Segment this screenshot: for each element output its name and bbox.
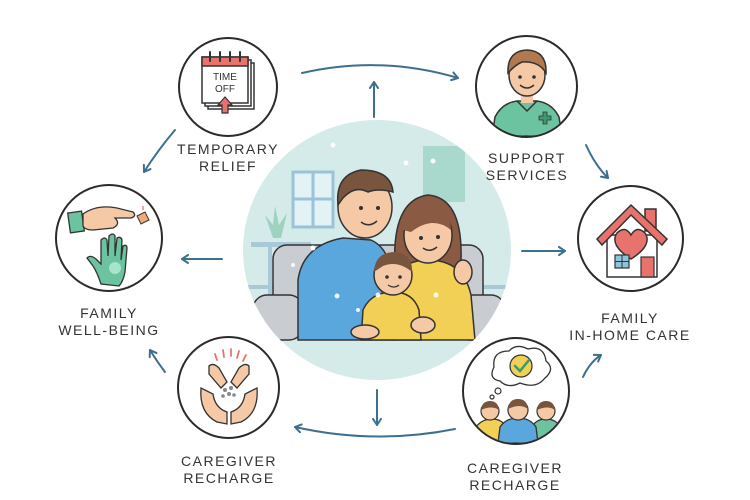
node-caregiver-recharge-left <box>177 336 280 439</box>
node-support-services <box>475 35 578 138</box>
arrow-support-home <box>585 144 609 179</box>
hands-holding-icon <box>200 348 258 425</box>
hands-giving-icon <box>66 206 150 287</box>
house-heart-icon <box>595 203 669 278</box>
node-caregiver-recharge-right <box>462 337 570 445</box>
calendar-time-off-icon: TIME OFF <box>201 51 255 114</box>
arrow-recharge-wellbeing <box>148 349 166 373</box>
arrow-top-arc <box>301 64 459 82</box>
node-temporary-relief: TIME OFF <box>178 37 278 137</box>
group-thought-check-icon <box>473 345 563 443</box>
node-family-well-being <box>55 184 163 292</box>
arrow-temporary-wellbeing <box>142 129 176 173</box>
arrow-recharge-home <box>582 353 602 378</box>
label-caregiver-recharge-left: CAREGIVER RECHARGE <box>181 453 277 486</box>
svg-text:TIME: TIME <box>213 72 237 83</box>
svg-text:OFF: OFF <box>215 84 235 95</box>
label-support-services: SUPPORT SERVICES <box>485 150 569 183</box>
label-temporary-relief: TEMPORARY RELIEF <box>177 141 279 174</box>
label-caregiver-recharge-right: CAREGIVER RECHARGE <box>467 460 563 493</box>
node-family-in-home-care <box>577 185 684 292</box>
label-family-in-home-care: FAMILY IN-HOME CARE <box>569 310 691 343</box>
center-family-illustration <box>243 120 511 380</box>
caregiver-person-icon <box>491 49 563 136</box>
label-family-well-being: FAMILY WELL-BEING <box>58 305 160 338</box>
arrow-bottom-arc <box>294 423 456 438</box>
